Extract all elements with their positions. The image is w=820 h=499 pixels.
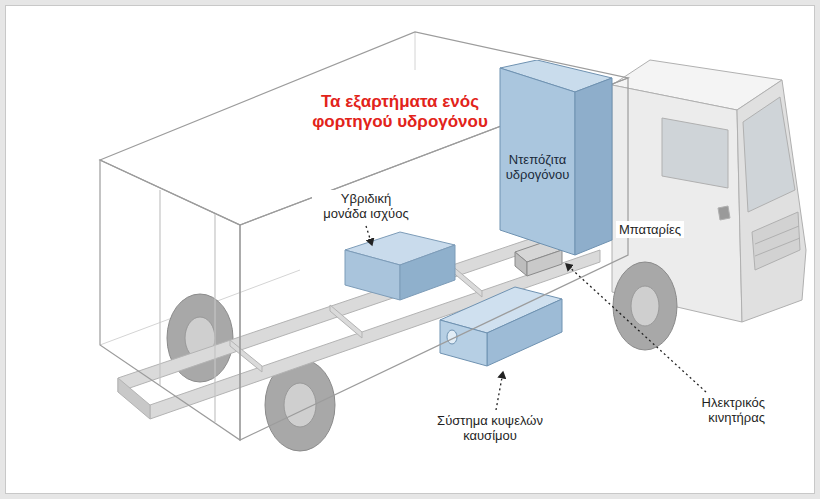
part-label: Ηλεκτρικός κινητήρας xyxy=(668,394,768,426)
tank-label: Ντεπόζιτα υδρογόνου xyxy=(500,152,575,182)
truck-cab xyxy=(612,60,806,350)
part-label: Σύστημα κυψελών καυσίμου xyxy=(428,412,552,444)
part-label: Υβριδική μονάδα ισχύος xyxy=(312,190,420,222)
chassis xyxy=(118,222,600,419)
hybrid-power-unit xyxy=(345,232,455,300)
hydrogen-tank: Ντεπόζιτα υδρογόνου xyxy=(497,60,615,260)
cargo-box xyxy=(100,32,628,440)
fuel-cell-system xyxy=(440,287,562,366)
leader-lines xyxy=(366,226,706,410)
diagram-title: Τα εξαρτήματα ενός φορτηγού υδρογόνου xyxy=(300,92,500,132)
part-label: Μπαταρίες xyxy=(616,221,684,238)
